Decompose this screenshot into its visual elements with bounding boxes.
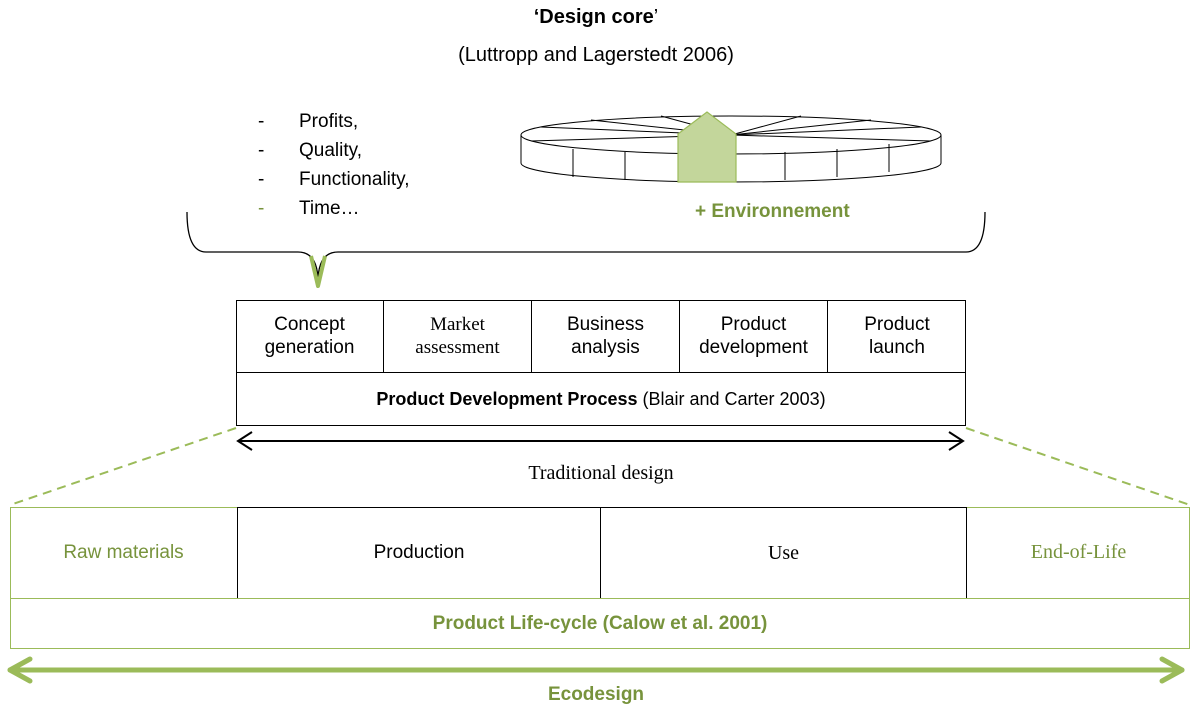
ecodesign-label: Ecodesign (547, 684, 645, 705)
lifecycle-stage-production: Production (237, 507, 601, 598)
title-bold: ‘Design core (533, 6, 654, 28)
criteria-item: -Profits, (258, 111, 359, 132)
criteria-brace-icon (186, 211, 986, 283)
traditional-design-label: Traditional design (528, 462, 674, 484)
criteria-item: -Functionality, (258, 169, 410, 190)
pdp-box (236, 300, 966, 426)
design-core-wheel-icon (520, 111, 942, 183)
criteria-item: -Time… (258, 198, 360, 219)
lifecycle-stage-raw-materials: Raw materials (63, 541, 184, 563)
lifecycle-stage-use: Use (600, 507, 967, 598)
right-dashed-line (965, 427, 1191, 506)
title-suffix: ’ (653, 6, 659, 28)
criteria-list: -Profits, -Quality, -Functionality, -Tim… (258, 107, 410, 223)
environment-label: + Environnement (695, 201, 850, 222)
criteria-item: -Quality, (258, 140, 363, 161)
left-dashed-line (9, 427, 237, 506)
traditional-design-arrow-icon (236, 431, 965, 451)
title-citation: (Luttropp and Lagerstedt 2006) (458, 44, 734, 66)
lifecycle-divider (10, 598, 1190, 599)
lifecycle-title: Product Life-cycle (Calow et al. 2001) (432, 612, 768, 634)
pdp-title: Product Development Process (Blair and C… (376, 388, 826, 409)
diagram-title: ‘Design core’ (0, 6, 1192, 29)
lifecycle-stage-end-of-life: End-of-Life (1030, 541, 1127, 564)
ecodesign-arrow-icon (7, 656, 1185, 684)
brace-highlight-icon (309, 255, 327, 288)
